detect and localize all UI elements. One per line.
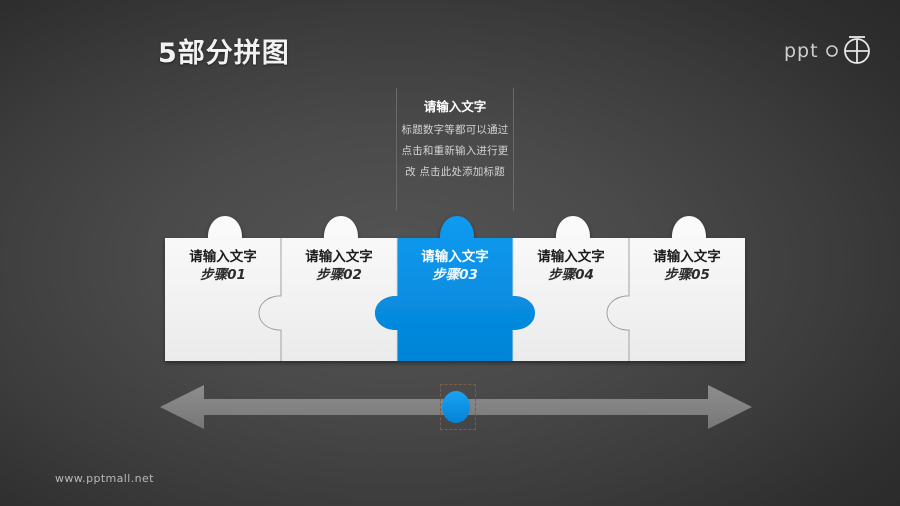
- logo-circle-icon: [826, 45, 838, 57]
- selection-handles: [440, 384, 476, 430]
- puzzle-diagram: 请输入文字 步骤01 请输入文字 步骤02 请输入文字 步骤03 请输入文字 步…: [165, 204, 745, 361]
- puzzle-piece-3[interactable]: [375, 216, 535, 361]
- puzzle-piece-4[interactable]: [513, 216, 629, 361]
- callout-left-rule: [396, 88, 397, 210]
- page-title: 5部分拼图: [158, 38, 290, 69]
- callout-title: 请输入文字: [423, 99, 487, 114]
- callout-textbox[interactable]: 请输入文字 标题数字等都可以通过点击和重新输入进行更改 点击此处添加标题: [396, 88, 514, 210]
- logo-wordmark: ppt: [784, 40, 819, 62]
- callout-right-rule: [513, 88, 514, 210]
- timeline-arrow[interactable]: [160, 380, 752, 434]
- callout-body: 标题数字等都可以通过点击和重新输入进行更改 点击此处添加标题: [401, 124, 509, 178]
- puzzle-piece-5[interactable]: [607, 216, 745, 361]
- footer-url: www.pptmall.net: [55, 472, 154, 485]
- arrow-knob-icon: [442, 391, 470, 423]
- puzzle-piece-2[interactable]: [259, 216, 397, 361]
- puzzle-piece-1[interactable]: [165, 216, 281, 361]
- pptmall-logo: ppt: [784, 30, 880, 68]
